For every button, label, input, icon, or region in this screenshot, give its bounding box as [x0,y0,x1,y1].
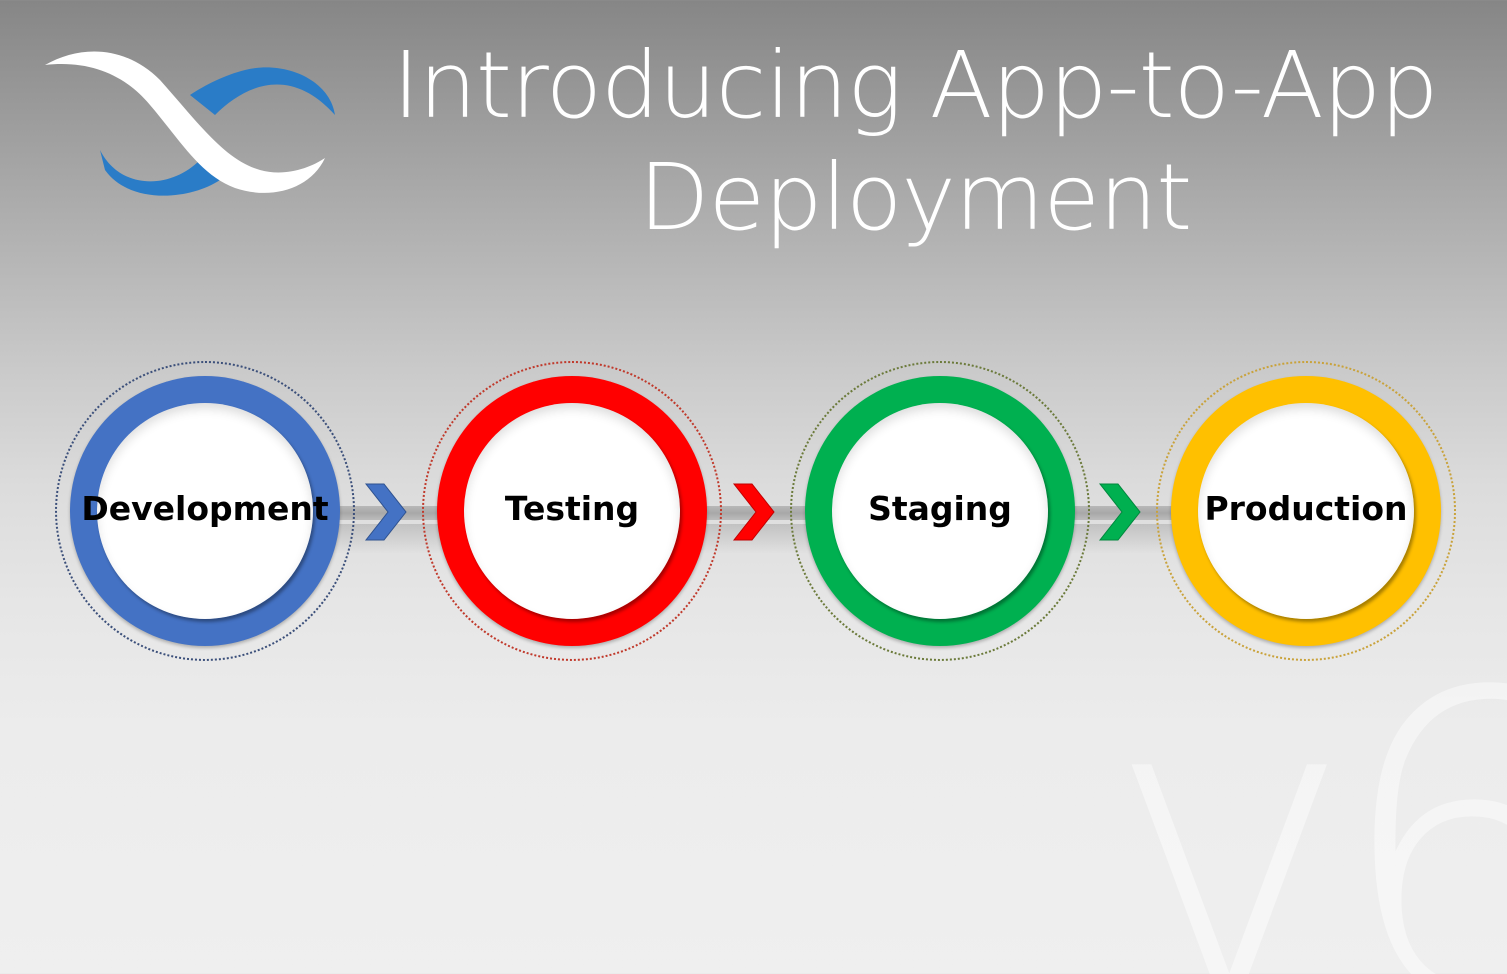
stage-disc: Production [1198,403,1414,619]
stage-disc: Testing [464,403,680,619]
stage-label: Production [1204,488,1408,528]
stage-testing: Testing [422,361,722,661]
title-line-2: Deployment [638,144,1193,251]
chevron-right-icon [1098,483,1141,541]
chevron-right-icon [732,483,775,541]
stage-disc: Staging [832,403,1048,619]
page-title: Introducing App-to-App Deployment [380,30,1450,254]
stage-disc: Development [81,403,329,619]
dotted-outline [1156,361,1456,661]
stage-production: Production [1156,361,1456,661]
version-watermark: v6 [1105,605,1507,974]
dotted-outline [422,361,722,661]
stage-label: Staging [868,488,1012,528]
stage-development: Development [55,361,355,661]
dotted-outline [55,361,355,661]
wave-logo-icon [45,51,335,196]
stage-label: Testing [504,488,640,528]
stage-staging: Staging [790,361,1090,661]
chevron-right-icon [364,483,407,541]
title-line-1: Introducing App-to-App [392,32,1438,139]
stage-label: Development [81,488,329,528]
dotted-outline [790,361,1090,661]
